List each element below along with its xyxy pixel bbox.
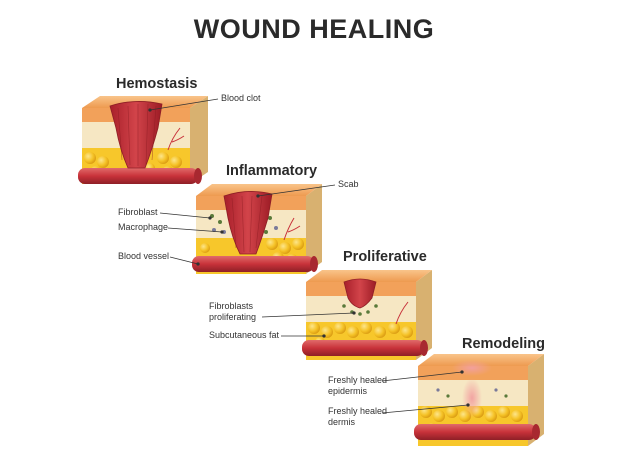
label-macrophage: Macrophage bbox=[118, 222, 169, 232]
remodeling-cells bbox=[436, 388, 508, 398]
stage-title-hemostasis: Hemostasis bbox=[116, 76, 198, 92]
label-freshly-healed-dermis: Freshly healed dermis bbox=[328, 406, 387, 428]
leader-lines bbox=[148, 98, 470, 414]
inflammatory-blood-vessel bbox=[192, 256, 314, 272]
label-freshly-healed-dermis-line1: Freshly healed bbox=[328, 406, 388, 416]
label-blood-vessel: Blood vessel bbox=[118, 251, 170, 261]
stage-title-proliferative: Proliferative bbox=[343, 249, 427, 265]
label-fibroblast: Fibroblast bbox=[118, 207, 158, 217]
diagram-title: WOUND HEALING bbox=[193, 14, 435, 44]
label-freshly-healed-dermis-line2: dermis bbox=[328, 417, 356, 427]
freshly-healed-epidermis-mark bbox=[452, 360, 492, 376]
freshly-healed-dermis-mark bbox=[462, 378, 482, 418]
label-freshly-healed-epidermis: Freshly healed epidermis bbox=[328, 375, 387, 397]
stage-title-inflammatory: Inflammatory bbox=[226, 163, 318, 179]
label-blood-clot: Blood clot bbox=[221, 93, 261, 103]
stage-title-remodeling: Remodeling bbox=[462, 336, 545, 352]
label-fibroblasts-proliferating-line1: Fibroblasts bbox=[209, 301, 254, 311]
inflammatory-block bbox=[192, 184, 322, 274]
fibroblasts-proliferating-cells bbox=[342, 304, 378, 316]
remodeling-block bbox=[414, 354, 544, 446]
scab bbox=[223, 191, 273, 255]
hemostasis-blood-clot bbox=[109, 101, 163, 169]
hemostasis-block bbox=[78, 96, 208, 184]
label-fibroblasts-proliferating-line2: proliferating bbox=[209, 312, 257, 322]
label-subcutaneous-fat: Subcutaneous fat bbox=[209, 330, 280, 340]
proliferative-scab bbox=[343, 278, 377, 309]
proliferative-blood-vessel bbox=[302, 340, 424, 356]
label-freshly-healed-epidermis-line2: epidermis bbox=[328, 386, 368, 396]
remodeling-blood-vessel bbox=[414, 424, 536, 440]
label-fibroblasts-proliferating: Fibroblasts proliferating bbox=[209, 301, 256, 323]
label-freshly-healed-epidermis-line1: Freshly healed bbox=[328, 375, 388, 385]
proliferative-block bbox=[302, 270, 432, 360]
hemostasis-blood-vessel bbox=[78, 168, 198, 184]
label-scab: Scab bbox=[338, 179, 359, 189]
